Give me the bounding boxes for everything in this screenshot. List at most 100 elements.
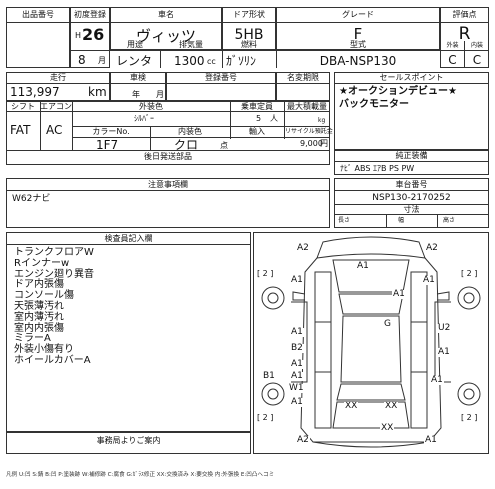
damage-mark: G (383, 319, 392, 329)
damage-mark: A2 (425, 243, 439, 253)
notes-label: 注意事項欄 (148, 180, 188, 189)
height-label: 高さ (443, 217, 456, 224)
reg-number-box (166, 72, 276, 101)
equipment-label: 純正装備 (395, 151, 428, 160)
damage-mark: A1 (290, 359, 304, 369)
month-unit: 月 (98, 56, 106, 65)
damage-mark: A1 (356, 261, 370, 271)
office-label: 事務局よりご案内 (96, 436, 161, 445)
recycle-unit: 円 (320, 139, 328, 148)
chassis-box (334, 178, 489, 228)
name-change-label: 名変期限 (287, 73, 319, 82)
capacity-unit: 人 (270, 114, 278, 123)
purpose-label: 用途 (127, 40, 143, 49)
lot-number-box (6, 7, 70, 68)
specs-box (6, 101, 330, 165)
inspector-line: 外装小傷有り (14, 344, 74, 356)
width-label: 幅 (398, 217, 405, 224)
selling-points-label: セールスポイント (379, 73, 444, 82)
displacement-value: 1300 (174, 54, 205, 68)
chassis-value: NSP130-2170252 (372, 193, 451, 203)
inspector-box (6, 232, 251, 432)
displacement-unit: cc (207, 57, 216, 66)
damage-mark: A1 (430, 375, 444, 385)
grade-value: F (353, 25, 363, 43)
delivery-label: 後日発送部品 (144, 152, 192, 161)
inspection-label: 車検 (130, 73, 146, 82)
damage-mark: A2 (296, 435, 310, 445)
first-reg-label: 初度登録 (74, 10, 106, 19)
door-label: ドア形状 (233, 10, 265, 19)
reg-number-label: 登録番号 (205, 73, 237, 82)
load-unit: kg (318, 117, 326, 124)
damage-mark: B2 (290, 343, 304, 353)
tire-bracket: [ 2 ] (460, 269, 479, 278)
inspector-label: 検査員記入欄 (104, 234, 153, 243)
capacity-value: 5 (256, 114, 262, 123)
equipment-box (334, 150, 489, 175)
damage-mark: W1 (288, 383, 305, 393)
shift-label: シフト (11, 102, 35, 111)
exterior-score: C (448, 53, 457, 67)
inspector-line: トランクフロアW (14, 247, 94, 258)
tire-bracket: [ 2 ] (460, 413, 479, 422)
tire-bracket: [ 2 ] (256, 269, 275, 278)
model-label: 型式 (350, 40, 366, 49)
displacement-label: 排気量 (179, 40, 203, 49)
name-change-box (276, 72, 330, 101)
recycle-value: 9,000 (300, 139, 323, 148)
length-label: 長さ (338, 217, 351, 224)
damage-mark: XX (344, 401, 359, 411)
purpose-value: レンタ (116, 54, 153, 68)
model-value: DBA-NSP130 (319, 54, 397, 68)
ac-label: エアコン (40, 102, 72, 111)
damage-mark: A1 (290, 327, 304, 337)
damage-mark: A1 (437, 347, 451, 357)
exterior-score-label: 外装 (446, 42, 459, 49)
inspection-month-unit: 月 (156, 90, 164, 99)
inspector-line: コンソール傷 (14, 290, 74, 302)
shift-value: FAT (10, 123, 31, 137)
recycle-label: リサイクル預託金 (285, 128, 333, 135)
damage-mark: A2 (296, 243, 310, 253)
car-diagram (261, 236, 481, 448)
score-value: R (458, 24, 471, 44)
exterior-color-label: 外装色 (139, 102, 163, 111)
interior-color-value: クロ (174, 138, 199, 152)
damage-mark: U2 (437, 323, 452, 333)
damage-mark: A1 (290, 371, 304, 381)
inspection-box (110, 72, 166, 101)
grade-label: グレード (342, 10, 374, 19)
inspector-line: ドア内張傷 (14, 279, 64, 291)
damage-mark: A1 (392, 289, 406, 299)
year: 26 (82, 25, 105, 44)
office-box (6, 432, 251, 454)
legend: 凡例 U:凹 S:錆 B:凹 P:塗装跡 W:補修跡 C:腐食 G:ｶﾞﾗｽ修正… (6, 472, 275, 478)
import-label: 輸入 (249, 127, 265, 136)
damage-mark: B1 (262, 371, 276, 381)
inspector-line: 室内薄汚れ (14, 311, 64, 323)
score-label: 評価点 (452, 10, 477, 19)
interior-score-label: 内装 (470, 42, 483, 49)
mileage-value: 113,997 (10, 85, 60, 99)
mileage-box (6, 72, 110, 101)
capacity-label: 乗車定員 (241, 102, 273, 111)
car-name-label: 車名 (158, 10, 174, 19)
lot-label: 出品番号 (22, 10, 54, 19)
damage-mark: A1 (290, 397, 304, 407)
color-no-label: カラーNo. (92, 127, 130, 136)
inspector-line: エンジン廻り異音 (14, 268, 94, 280)
month: 8 (78, 53, 86, 67)
exterior-color-value: ｼﾙﾊﾞｰ (134, 114, 154, 123)
color-no-value: 1F7 (96, 138, 119, 152)
fuel-value: ｶﾞｿﾘﾝ (226, 54, 257, 68)
first-reg-box (70, 7, 110, 68)
ac-value: AC (46, 123, 63, 137)
chassis-label: 車台番号 (395, 180, 428, 189)
selling-point-2: バックモニター (339, 99, 409, 110)
equipment-value: ﾅﾋﾞ ABS ｴｱB PS PW (340, 164, 415, 173)
inspector-line: Rインナーw (14, 257, 70, 269)
tire-bracket: [ 2 ] (256, 413, 275, 422)
damage-mark: XX (384, 401, 399, 411)
